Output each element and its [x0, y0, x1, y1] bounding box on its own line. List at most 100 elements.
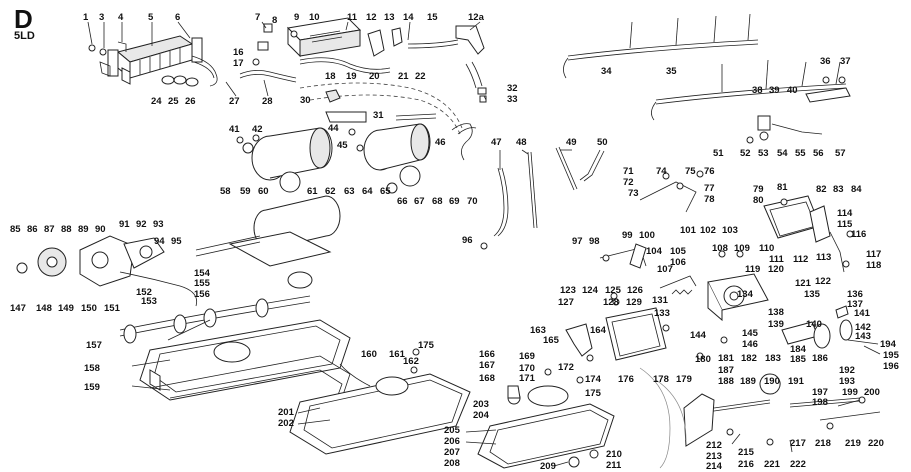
part-label-11: 11: [347, 12, 358, 23]
part-label-209: 209: [540, 461, 556, 472]
part-label-172: 172: [558, 362, 574, 373]
part-label-74: 74: [656, 166, 667, 177]
part-label-18: 18: [325, 71, 336, 82]
part-label-127: 127: [558, 297, 574, 308]
part-label-174: 174: [585, 374, 602, 385]
cooler-brackets: [88, 41, 131, 85]
injection-pump-cover: [707, 273, 769, 322]
part-label-76: 76: [704, 166, 715, 177]
part-label-220: 220: [868, 438, 884, 449]
part-label-87: 87: [44, 224, 55, 235]
part-label-3: 3: [99, 12, 104, 23]
part-label-147: 147: [10, 303, 26, 314]
dashed-pipe-route: [299, 82, 463, 129]
part-label-83: 83: [833, 184, 844, 195]
part-label-41: 41: [229, 124, 240, 135]
part-label-114: 114: [837, 208, 853, 219]
part-label-47: 47: [491, 137, 502, 148]
part-label-143: 143: [855, 331, 871, 342]
part-label-120: 120: [768, 264, 784, 275]
part-label-196: 196: [883, 361, 899, 372]
part-label-40: 40: [787, 85, 798, 96]
camshaft: [119, 295, 311, 344]
part-label-7: 7: [255, 12, 260, 23]
part-label-121: 121: [795, 278, 812, 289]
part-label-56: 56: [813, 148, 824, 159]
part-label-63: 63: [344, 186, 355, 197]
part-label-19: 19: [346, 71, 357, 82]
part-label-6: 6: [175, 12, 180, 23]
part-label-103: 103: [722, 225, 738, 236]
part-label-54: 54: [777, 148, 788, 159]
part-label-32: 32: [507, 83, 518, 94]
part-label-37: 37: [840, 56, 851, 67]
injector-line-35: [651, 59, 847, 121]
part-label-181: 181: [718, 353, 735, 364]
part-label-215: 215: [738, 447, 755, 458]
part-label-135: 135: [804, 289, 821, 300]
part-label-65: 65: [380, 186, 391, 197]
part-label-33: 33: [507, 94, 518, 105]
pump-pipe-151: [119, 271, 198, 307]
part-label-73: 73: [628, 188, 639, 199]
part-label-104: 104: [646, 246, 663, 257]
part-label-95: 95: [171, 236, 182, 247]
part-label-99: 99: [622, 230, 633, 241]
part-label-109: 109: [734, 243, 750, 254]
part-label-131: 131: [652, 295, 669, 306]
part-label-107: 107: [657, 264, 673, 275]
part-label-176: 176: [618, 374, 634, 385]
part-label-155: 155: [194, 278, 211, 289]
part-label-48: 48: [516, 137, 527, 148]
part-label-164: 164: [590, 325, 607, 336]
part-label-35: 35: [666, 66, 677, 77]
part-label-185: 185: [790, 354, 807, 365]
part-label-142: 142: [855, 322, 871, 333]
injector-bracket: [805, 87, 851, 103]
pipe-141: [835, 305, 849, 319]
part-label-50: 50: [597, 137, 608, 148]
part-label-182: 182: [741, 353, 757, 364]
cooler-hose: [191, 55, 218, 87]
part-label-86: 86: [27, 224, 38, 235]
part-label-113: 113: [816, 252, 831, 263]
section-letter: D: [14, 4, 33, 34]
bracket-12a: [455, 25, 485, 55]
part-label-116: 116: [851, 229, 866, 240]
part-label-68: 68: [432, 196, 443, 207]
part-label-126: 126: [627, 285, 643, 296]
part-label-159: 159: [84, 382, 100, 393]
part-label-61: 61: [307, 186, 318, 197]
part-label-12: 12: [366, 12, 377, 23]
part-label-166: 166: [479, 349, 495, 360]
part-label-191: 191: [788, 376, 805, 387]
part-label-46: 46: [435, 137, 446, 148]
part-label-82: 82: [816, 184, 827, 195]
part-label-170: 170: [519, 363, 535, 374]
part-label-118: 118: [866, 260, 881, 271]
part-label-198: 198: [812, 397, 828, 408]
part-label-161: 161: [389, 349, 406, 360]
part-label-9: 9: [294, 12, 299, 23]
part-label-55: 55: [795, 148, 806, 159]
dipstick: [527, 151, 535, 229]
part-label-115: 115: [837, 219, 853, 230]
part-label-187: 187: [718, 365, 734, 376]
pipe-31: [395, 113, 437, 117]
part-label-190: 190: [764, 376, 780, 387]
part-label-148: 148: [36, 303, 52, 314]
part-label-219: 219: [845, 438, 861, 449]
part-label-200: 200: [864, 387, 880, 398]
part-label-195: 195: [883, 350, 900, 361]
hose-clamps: [161, 75, 199, 87]
part-label-167: 167: [479, 360, 495, 371]
part-label-105: 105: [670, 246, 687, 257]
part-label-5: 5: [148, 12, 154, 23]
part-label-10: 10: [309, 12, 320, 23]
part-label-62: 62: [325, 186, 336, 197]
part-label-67: 67: [414, 196, 425, 207]
part-label-160: 160: [361, 349, 377, 360]
part-label-26: 26: [185, 96, 196, 107]
leader-lines: [87, 21, 881, 467]
